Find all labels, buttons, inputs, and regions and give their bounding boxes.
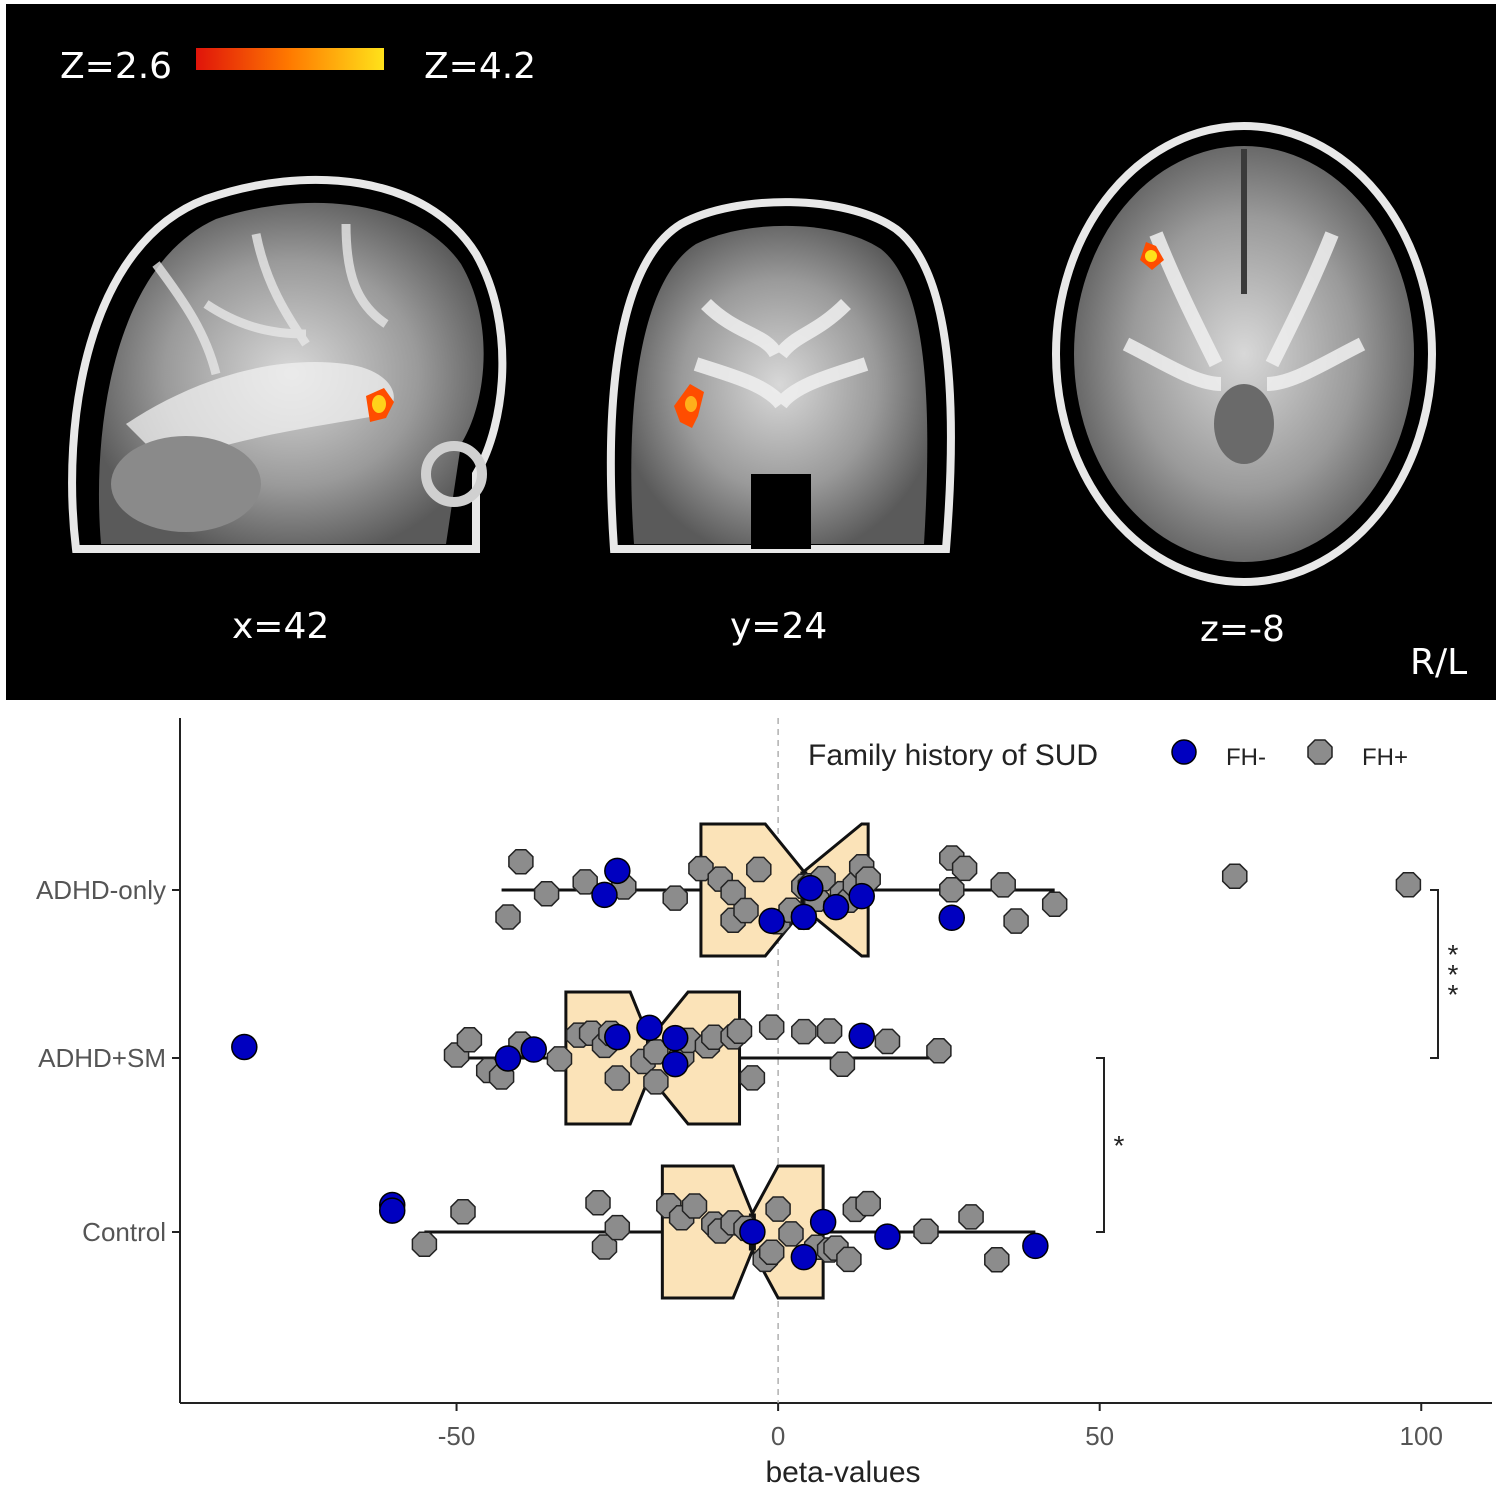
data-point-fh-plus: [495, 904, 521, 930]
data-point-fh-plus: [913, 1218, 939, 1245]
coronal-slice: [606, 198, 955, 553]
data-point-fh-plus: [758, 1014, 785, 1040]
data-point-fh-plus: [765, 1196, 791, 1222]
data-point-fh-plus: [874, 1028, 901, 1055]
significance-bracket: [1430, 889, 1439, 1059]
data-point-fh-plus: [791, 1018, 817, 1045]
data-point-fh-minus: [494, 1045, 522, 1072]
data-point-fh-minus: [758, 907, 785, 935]
data-point-fh-plus: [508, 848, 534, 875]
colorbar: [196, 48, 384, 70]
x-tick-label: 100: [1400, 1421, 1443, 1451]
data-point-fh-plus: [1221, 863, 1248, 890]
significance-bracket: [1096, 1057, 1105, 1233]
data-point-fh-plus: [533, 880, 560, 907]
x-tick-label: 50: [1085, 1421, 1114, 1451]
data-point-fh-plus: [836, 1246, 862, 1273]
data-point-fh-plus: [855, 1190, 881, 1217]
slice-label-axial: z=-8: [1200, 609, 1285, 650]
data-point-fh-plus: [733, 897, 759, 924]
data-point-fh-plus: [604, 1065, 631, 1091]
data-point-fh-plus: [1003, 908, 1029, 934]
data-point-fh-plus: [758, 1239, 785, 1265]
data-point-fh-plus: [681, 1193, 708, 1219]
data-point-fh-minus: [848, 1022, 875, 1050]
data-point-fh-plus: [778, 1221, 804, 1247]
slice-label-sagittal: x=42: [232, 606, 330, 647]
data-point-fh-minus: [378, 1197, 406, 1224]
brain-slices: [68, 122, 1436, 586]
legend-label-fh-minus: FH-: [1226, 744, 1266, 771]
data-point-fh-plus: [984, 1246, 1010, 1273]
data-point-fh-plus: [958, 1204, 984, 1230]
data-point-fh-plus: [990, 872, 1016, 898]
colorbar-min-label: Z=2.6: [60, 46, 173, 87]
data-point-fh-minus: [822, 893, 850, 921]
data-point-fh-minus: [636, 1014, 663, 1042]
data-point-fh-plus: [926, 1038, 952, 1064]
data-point-fh-plus: [1395, 871, 1422, 898]
data-point-fh-minus: [520, 1036, 547, 1063]
brain-image-panel: Z=2.6 Z=4.2: [6, 4, 1496, 700]
legend-title: Family history of SUD: [808, 739, 1098, 772]
data-point-fh-minus: [739, 1218, 766, 1246]
data-point-fh-plus: [450, 1199, 476, 1225]
data-point-fh-minus: [591, 881, 618, 909]
y-category-label: ADHD+SM: [38, 1043, 166, 1073]
data-point-fh-plus: [739, 1065, 766, 1091]
data-point-fh-plus: [746, 856, 772, 883]
axial-slice: [1052, 122, 1436, 586]
data-point-fh-minus: [604, 1023, 631, 1051]
data-point-fh-minus: [848, 882, 875, 910]
data-point-fh-minus: [938, 904, 966, 932]
legend: Family history of SUD FH- FH+: [808, 739, 1408, 772]
data-point-fh-minus: [231, 1033, 258, 1061]
data-point-fh-minus: [809, 1208, 837, 1236]
data-point-fh-plus: [643, 1069, 669, 1095]
data-point-fh-minus: [790, 903, 818, 931]
data-point-fh-plus: [585, 1190, 611, 1216]
legend-marker-fh-minus: [1171, 739, 1197, 765]
data-point-fh-minus: [604, 857, 631, 885]
data-point-fh-plus: [816, 1018, 843, 1044]
legend-marker-fh-plus: [1307, 739, 1333, 765]
data-point-fh-plus: [546, 1046, 573, 1072]
orientation-label: R/L: [1410, 642, 1468, 683]
data-point-fh-plus: [939, 876, 965, 903]
data-point-fh-plus: [1041, 891, 1068, 918]
data-point-fh-minus: [790, 1243, 818, 1271]
data-point-fh-minus: [661, 1024, 689, 1052]
data-point-fh-plus: [726, 1018, 753, 1045]
data-point-fh-plus: [411, 1231, 438, 1258]
sagittal-slice: [68, 175, 507, 553]
data-point-fh-minus: [661, 1050, 689, 1078]
data-point-fh-minus: [874, 1223, 901, 1250]
slice-label-coronal: y=24: [730, 606, 828, 647]
data-point-fh-plus: [951, 855, 978, 882]
significance-label: *: [1114, 1130, 1125, 1161]
y-category-label: Control: [82, 1217, 166, 1247]
significance-label: *: [1448, 979, 1459, 1010]
y-category-label: ADHD-only: [36, 875, 166, 905]
data-point-fh-plus: [604, 1214, 631, 1241]
data-point-fh-plus: [572, 869, 598, 895]
significance-label: *: [1448, 939, 1459, 970]
legend-label-fh-plus: FH+: [1362, 744, 1408, 771]
data-point-fh-plus: [662, 885, 688, 911]
data-point-fh-minus: [1022, 1232, 1049, 1260]
significance-label: *: [1448, 959, 1459, 990]
x-tick-label: 0: [771, 1421, 785, 1451]
data-point-fh-plus: [688, 855, 714, 882]
x-axis-title: beta-values: [765, 1456, 920, 1489]
x-tick-label: -50: [438, 1421, 476, 1451]
colorbar-max-label: Z=4.2: [424, 46, 537, 87]
data-point-fh-minus: [797, 874, 824, 902]
data-point-fh-plus: [456, 1027, 483, 1053]
data-point-fh-plus: [829, 1051, 856, 1078]
